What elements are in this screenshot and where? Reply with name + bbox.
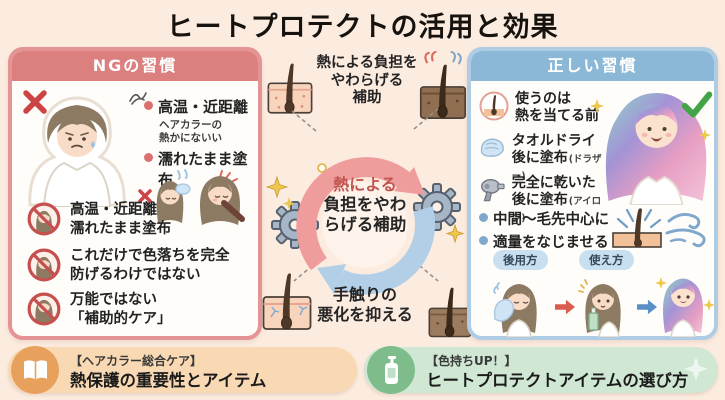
ok-item-1: 使うのは 熱を当てる前 xyxy=(479,91,604,125)
blue-arrow-icon xyxy=(637,299,657,315)
x-mark-icon xyxy=(23,90,47,114)
ok-panel-header: 正しい習慣 xyxy=(471,51,714,81)
open-book-icon xyxy=(11,346,59,394)
step-2-spray-girl-illustration xyxy=(578,279,621,337)
footer-right-tag: 【色持ちUP！】 xyxy=(426,354,517,368)
cycle-bottom-label: 手触りの 悪化を抑える xyxy=(317,285,413,324)
damaged-follicle-illustration xyxy=(262,273,312,330)
sparkle-icon xyxy=(590,99,604,113)
footer-left-title: 熱保護の重要性とアイテム xyxy=(70,371,267,390)
dashed-connector xyxy=(291,110,317,132)
ng-girls-illustration xyxy=(138,169,245,225)
hair-follicle-illustration xyxy=(267,63,313,114)
ng-list-row: 万能ではない 「補助的ケア」 xyxy=(26,291,256,329)
ng-panel-header: NGの習慣 xyxy=(12,51,258,81)
spray-bottle-icon xyxy=(367,346,415,394)
follicle-circle-icon xyxy=(479,91,509,121)
rainbow-hair-girl-illustration xyxy=(605,93,707,205)
sparkle-icon xyxy=(445,223,465,244)
dashed-connector xyxy=(413,108,439,130)
ng-list-row-text: これだけで色落ちを完全 防げるわけではない xyxy=(70,248,230,284)
step-3-rainbow-girl-illustration xyxy=(655,277,715,337)
ok-bullet-2: 適量をなじませる xyxy=(479,231,629,252)
ng-list-row-text: 高温・近距離 濡れたまま塗布 xyxy=(70,202,172,238)
bullet-dot xyxy=(144,101,153,110)
footer-right-title: ヒートプロテクトアイテムの選び方 xyxy=(426,371,689,390)
ng-item-1-subtext: ヘアカラーの 熱かにないい xyxy=(159,119,222,145)
sparkle-icon xyxy=(684,357,708,381)
dashed-connector xyxy=(293,260,319,282)
ng-item-1: 高温・近距離 xyxy=(144,96,259,117)
cycle-top-label: 熱による負担を やわらげる 補助 xyxy=(316,55,418,107)
ok-item-2: タオルドライ 後に塗布(ドラザー) xyxy=(479,133,604,183)
ng-list-row: 高温・近距離 濡れたまま塗布 xyxy=(26,201,256,239)
ng-habits-panel: NGの習慣 高温・近距離 ヘアカラーの 熱かにないい 濡れたまま塗布 xyxy=(8,47,262,340)
cycle-arrows-gears-illustration xyxy=(265,157,465,295)
heat-cycle-diagram: 熱による負担を やわらげる 補助 xyxy=(262,47,472,345)
stress-scribble-icon xyxy=(129,92,147,105)
no-sign-icon xyxy=(27,292,61,326)
no-sign-icon xyxy=(27,202,61,236)
footer-item-choice-banner: 【色持ちUP！】 ヒートプロテクトアイテムの選び方 xyxy=(364,346,718,394)
check-mark-icon xyxy=(681,91,713,118)
hair-dryer-icon xyxy=(481,179,505,202)
worried-boy-illustration xyxy=(28,96,126,207)
footer-left-tag: 【ヘアカラー総合ケア】 xyxy=(70,354,203,368)
ok-item-3: 完全に乾いた 後に塗布(アイロン) xyxy=(479,175,604,225)
ng-list-row-text: 万能ではない 「補助的ケア」 xyxy=(70,292,172,328)
follicle-wind-illustration xyxy=(612,208,706,248)
page-title: ヒートプロテクトの活用と効果 xyxy=(166,12,559,43)
correct-habits-panel: 正しい習慣 使うのは 熱を当てる前 タオルドライ 後に塗布(ドラザー) xyxy=(467,47,718,340)
sparkle-icon xyxy=(265,175,289,199)
bullet-dot xyxy=(479,213,488,222)
cycle-core-label: 熱による 負担をやわ らげる補助 xyxy=(323,175,407,235)
ok-bullet-1: 中間〜毛先中心に xyxy=(479,208,629,229)
sparkle-icon xyxy=(699,129,711,141)
hair-follicle-heat-illustration xyxy=(419,51,467,120)
ng-item-1-label: 高温・近距離 xyxy=(158,98,249,116)
no-sign-icon xyxy=(27,248,61,282)
ok-item-text: 使うのは 熱を当てる前 xyxy=(515,91,599,124)
sparkle-icon xyxy=(283,197,295,210)
dashed-connector xyxy=(413,260,439,282)
ok-item-text: 完全に乾いた 後に塗布(アイロン) xyxy=(511,175,602,224)
towel-icon xyxy=(480,138,504,157)
bullet-dot xyxy=(144,153,153,162)
step-1-towel-girl-illustration xyxy=(493,282,537,337)
step-label-1: 後用方 xyxy=(493,250,548,270)
hair-follicle-illustration xyxy=(428,287,472,338)
ng-list-row: これだけで色落ちを完全 防げるわけではない xyxy=(26,247,256,285)
ok-item-text: タオルドライ 後に塗布(ドラザー) xyxy=(511,133,602,182)
red-arrow-icon xyxy=(555,299,575,315)
step-label-2: 使え方 xyxy=(579,250,634,270)
footer-haircolor-care-banner: 【ヘアカラー総合ケア】 熱保護の重要性とアイテム xyxy=(8,346,357,394)
bullet-dot xyxy=(479,236,488,245)
